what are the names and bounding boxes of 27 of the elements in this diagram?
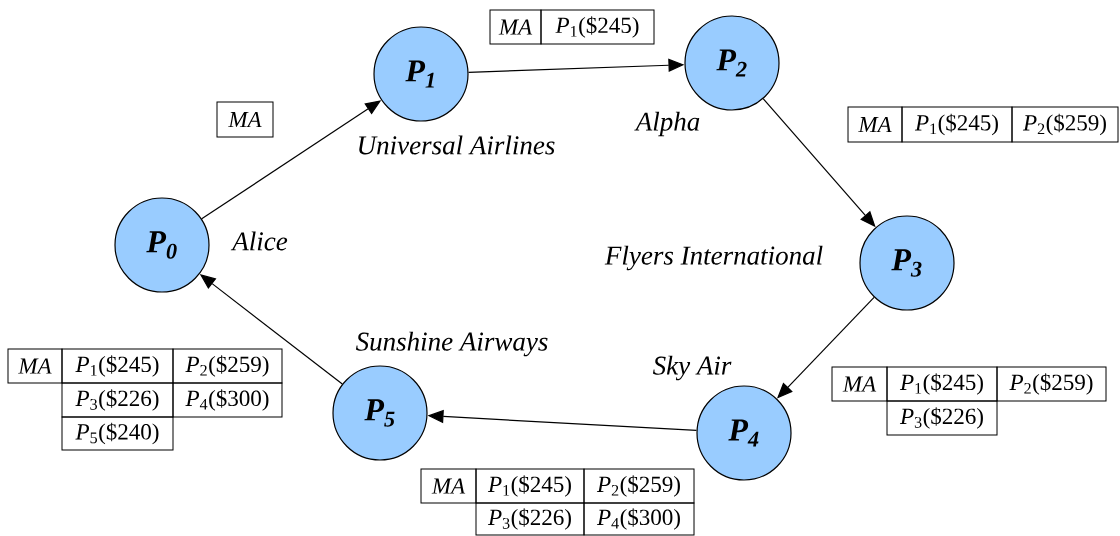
table-cell: P$_{2}$($259) — [1011, 106, 1119, 143]
table-cell: P$_{2}$($259) — [172, 348, 283, 384]
table-cell: P$_{4}$($300) — [172, 382, 283, 418]
table-cell: MA — [216, 101, 274, 138]
table-cell: P$_{2}$($259) — [583, 468, 695, 504]
table-cell: P$_{1}$($245) — [61, 348, 174, 384]
table-cell: P$_{4}$($300) — [583, 502, 695, 536]
table-cell: P$_{1}$($245) — [886, 366, 998, 402]
table-cell: P$_{3}$($226) — [61, 382, 174, 418]
table-cell: P$_{5}$($240) — [61, 416, 174, 451]
table-cell: MA — [7, 348, 63, 384]
node-caption: Universal Airlines — [359, 135, 555, 155]
table-cell: P$_{3}$($226) — [886, 400, 998, 436]
table-cell: P$_{1}$($245) — [901, 106, 1013, 143]
table-cell: MA — [420, 468, 477, 504]
node-caption: Sunshine Airways — [355, 331, 548, 357]
node-caption: Sky Air — [652, 355, 732, 381]
table-cell: P$_{1}$($245) — [540, 9, 655, 45]
node-caption: Flyers International — [604, 245, 823, 271]
table-cell: MA — [847, 106, 903, 143]
table-cell: MA — [831, 366, 888, 402]
table-cell: P$_{2}$($259) — [996, 366, 1107, 402]
table-cell: MA — [489, 9, 542, 45]
table-cell: P$_{1}$($245) — [475, 468, 585, 504]
node-caption: Alice — [230, 231, 288, 251]
table-cell: P$_{3}$($226) — [475, 502, 585, 536]
node-caption: Alpha — [634, 111, 700, 137]
